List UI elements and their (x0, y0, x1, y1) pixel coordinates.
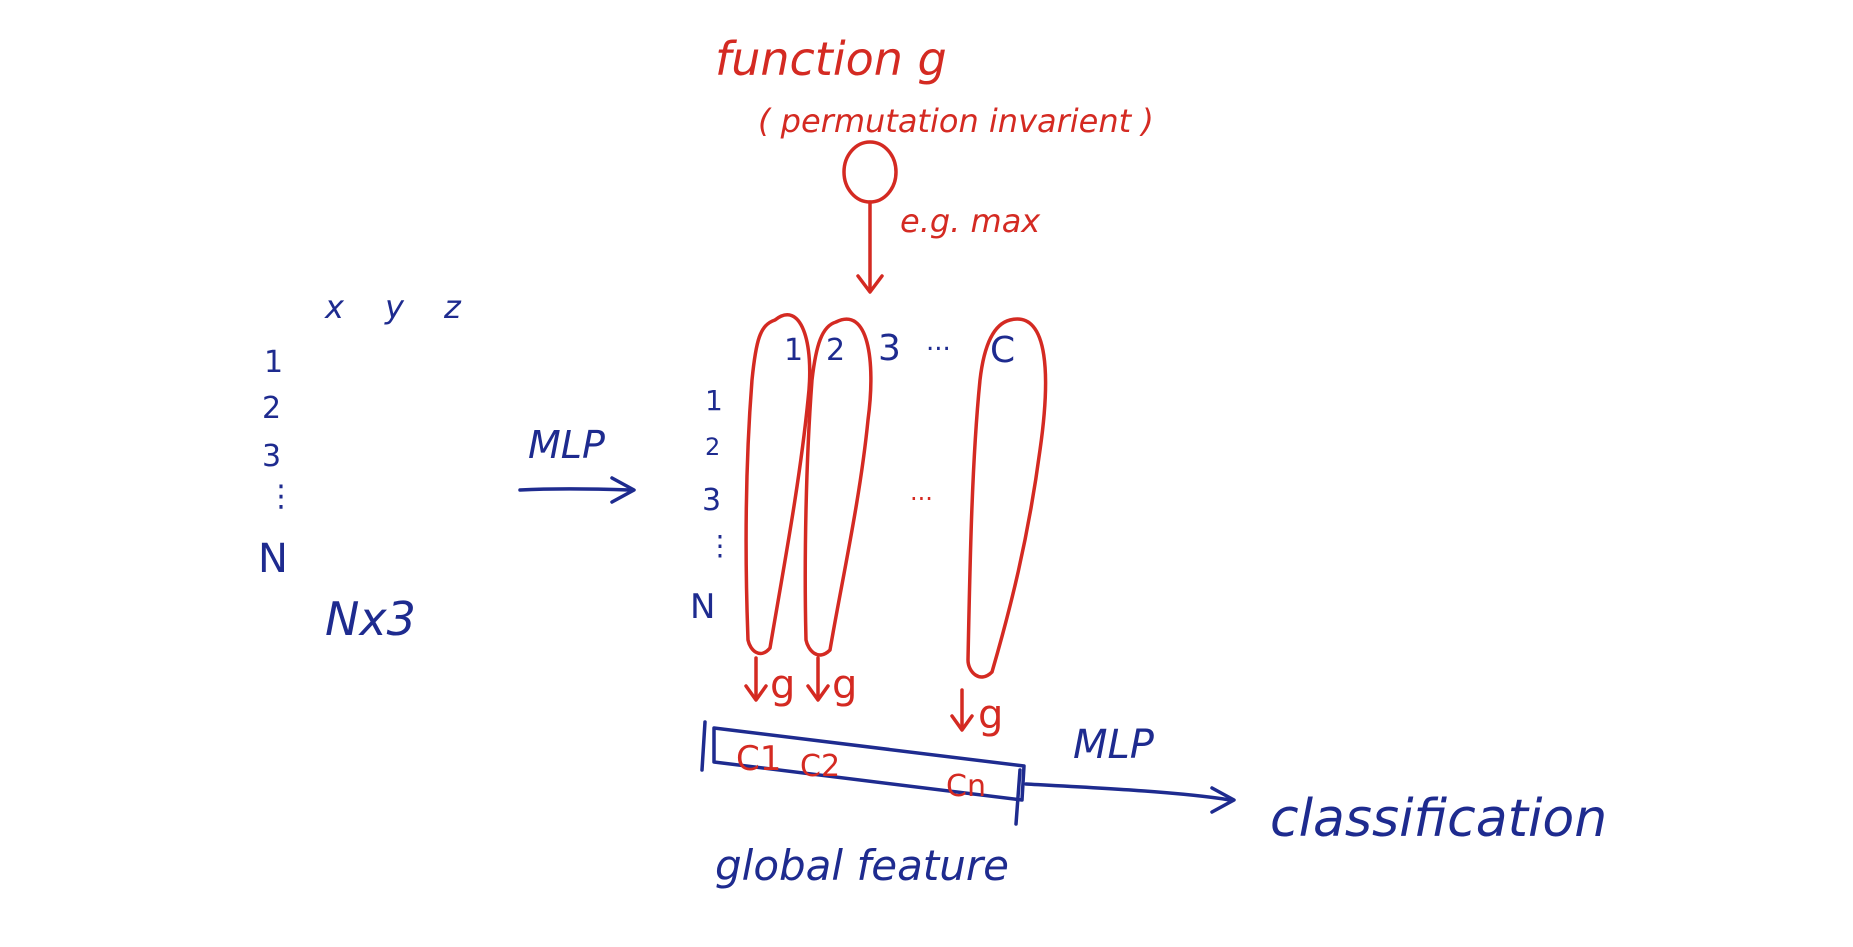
pool-g-c: g (978, 692, 1003, 738)
eg-max-note: e.g. max (900, 202, 1041, 240)
pool-g-1: g (770, 662, 795, 708)
input-row-1: 1 (264, 345, 283, 380)
feature-col-1: 1 (784, 333, 803, 368)
mlp1-arrow-shaft (518, 487, 632, 492)
global-feature-left-bracket (700, 720, 707, 772)
g-arrow-head (856, 274, 884, 294)
mlp1-arrow-head (610, 476, 636, 504)
feature-col-2: 2 (826, 333, 845, 368)
global-feature-label: global feature (715, 841, 1009, 890)
pool-arrow-2-head (806, 684, 830, 702)
column-loop-2 (803, 317, 873, 657)
mlp2-label: MLP (1073, 722, 1155, 768)
feature-middle-dots: ... (910, 478, 933, 506)
feature-col-3: 3 (878, 328, 901, 369)
input-row-3: 3 (262, 439, 281, 474)
mlp2-arrow-head (1210, 786, 1236, 814)
column-loop-c (966, 317, 1048, 679)
feature-col-dots: ... (926, 327, 951, 357)
input-row-dots: ⋮ (266, 479, 296, 514)
feature-row-2: 2 (705, 433, 720, 461)
feature-row-1: 1 (705, 384, 723, 417)
input-col-z: z (443, 288, 462, 326)
mlp1-label: MLP (528, 423, 605, 467)
global-feature-box (712, 726, 1026, 802)
global-feature-right-bracket (1014, 768, 1022, 826)
input-col-x: x (324, 288, 345, 326)
pool-arrow-1-head (744, 684, 768, 702)
function-g-label: function g (715, 32, 947, 86)
column-loop-1 (744, 313, 812, 656)
feature-row-n: N (690, 587, 715, 627)
input-shape-label: Nx3 (325, 592, 416, 646)
g-circle-icon (842, 140, 898, 204)
pool-g-2: g (832, 662, 857, 708)
feature-row-3: 3 (702, 483, 721, 518)
permutation-invariant-note: ( permutation invarient ) (758, 102, 1154, 140)
feature-col-c: C (990, 330, 1015, 371)
mlp2-arrow-shaft (1024, 782, 1232, 802)
feature-row-dots: ⋮ (706, 529, 734, 562)
global-cell-c1: C1 (736, 739, 781, 779)
global-cell-cn: Cn (946, 769, 986, 804)
input-row-2: 2 (262, 391, 281, 426)
input-col-y: y (384, 288, 405, 326)
pool-arrow-c-head (950, 714, 974, 732)
classification-label: classification (1270, 789, 1607, 849)
global-cell-c2: C2 (800, 749, 840, 784)
input-row-n: N (258, 536, 288, 582)
